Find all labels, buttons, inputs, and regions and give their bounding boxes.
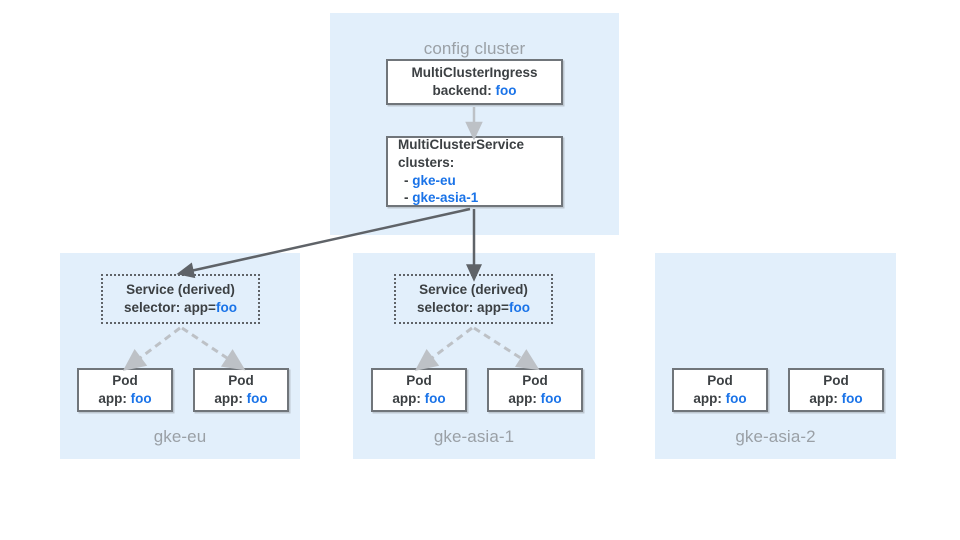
resource-box-multiclusteringress[interactable]: MultiClusterIngress backend: foo [386, 59, 563, 105]
pod-title: Pod [823, 373, 849, 389]
multiclusterservice-cluster-item-1-bullet: - [404, 172, 409, 188]
cluster-panel-gke-asia-2-label: gke-asia-2 [735, 427, 816, 446]
pod-label: app: foo [373, 390, 465, 408]
cluster-panel-gke-asia-2: gke-asia-2 [655, 253, 896, 459]
pod-title: Pod [522, 373, 548, 389]
derived-service-gke-eu-selector-key: selector: app= [124, 300, 216, 315]
derived-service-gke-eu-selector-value: foo [215, 300, 237, 315]
pod-label-key: app: [392, 391, 421, 406]
derived-service-gke-eu-title: Service (derived) [126, 282, 235, 298]
multiclusterservice-cluster-item-2-bullet: - [404, 190, 409, 206]
pod-label: app: foo [489, 390, 581, 408]
cluster-panel-config-title: config cluster [423, 39, 526, 58]
pod-label-key: app: [809, 391, 838, 406]
multiclusterservice-clusters-key: clusters: [398, 154, 455, 170]
multiclusteringress-title: MultiClusterIngress [411, 65, 538, 81]
resource-box-multiclusterservice[interactable]: MultiClusterService clusters: - gke-eu -… [386, 136, 563, 207]
pod-label-value: foo [725, 391, 747, 406]
pod-box[interactable]: Pod app: foo [672, 368, 768, 412]
multiclusterservice-cluster-item-2-value: gke-asia-1 [412, 190, 479, 206]
multiclusterservice-title: MultiClusterService [398, 136, 525, 152]
pod-label: app: foo [79, 390, 171, 408]
pod-label-value: foo [424, 391, 446, 406]
cluster-panel-gke-asia-1: gke-asia-1 [353, 253, 595, 459]
pod-title: Pod [112, 373, 138, 389]
pod-label-value: foo [540, 391, 562, 406]
pod-label-key: app: [508, 391, 537, 406]
pod-label: app: foo [195, 390, 287, 408]
pod-box[interactable]: Pod app: foo [193, 368, 289, 412]
pod-box[interactable]: Pod app: foo [371, 368, 467, 412]
derived-service-gke-asia-1-selector: selector: app=foo [396, 299, 551, 317]
pod-title: Pod [707, 373, 733, 389]
derived-service-gke-asia-1-selector-value: foo [508, 300, 530, 315]
pod-title: Pod [228, 373, 254, 389]
pod-label-key: app: [214, 391, 243, 406]
multiclusteringress-backend-value: foo [495, 83, 517, 98]
derived-service-box-gke-asia-1[interactable]: Service (derived) selector: app=foo [394, 274, 553, 324]
cluster-panel-gke-eu-label: gke-eu [153, 427, 207, 446]
pod-label-value: foo [246, 391, 268, 406]
multiclusteringress-backend-key: backend: [432, 83, 492, 98]
pod-label-value: foo [130, 391, 152, 406]
pod-label-key: app: [693, 391, 722, 406]
derived-service-gke-asia-1-title: Service (derived) [419, 282, 528, 298]
pod-box[interactable]: Pod app: foo [77, 368, 173, 412]
derived-service-gke-eu-selector: selector: app=foo [103, 299, 258, 317]
pod-box[interactable]: Pod app: foo [788, 368, 884, 412]
derived-service-gke-asia-1-selector-key: selector: app= [417, 300, 509, 315]
derived-service-box-gke-eu[interactable]: Service (derived) selector: app=foo [101, 274, 260, 324]
cluster-panel-gke-asia-1-label: gke-asia-1 [433, 427, 515, 446]
multiclusterservice-cluster-item-1: - gke-eu [388, 172, 561, 190]
pod-label-key: app: [98, 391, 127, 406]
pod-title: Pod [406, 373, 432, 389]
multiclusterservice-cluster-item-1-value: gke-eu [412, 172, 456, 188]
pod-label: app: foo [674, 390, 766, 408]
multiclusterservice-cluster-item-2: - gke-asia-1 [388, 189, 561, 207]
pod-box[interactable]: Pod app: foo [487, 368, 583, 412]
multiclusteringress-backend: backend: foo [388, 82, 561, 100]
pod-label-value: foo [841, 391, 863, 406]
pod-label: app: foo [790, 390, 882, 408]
